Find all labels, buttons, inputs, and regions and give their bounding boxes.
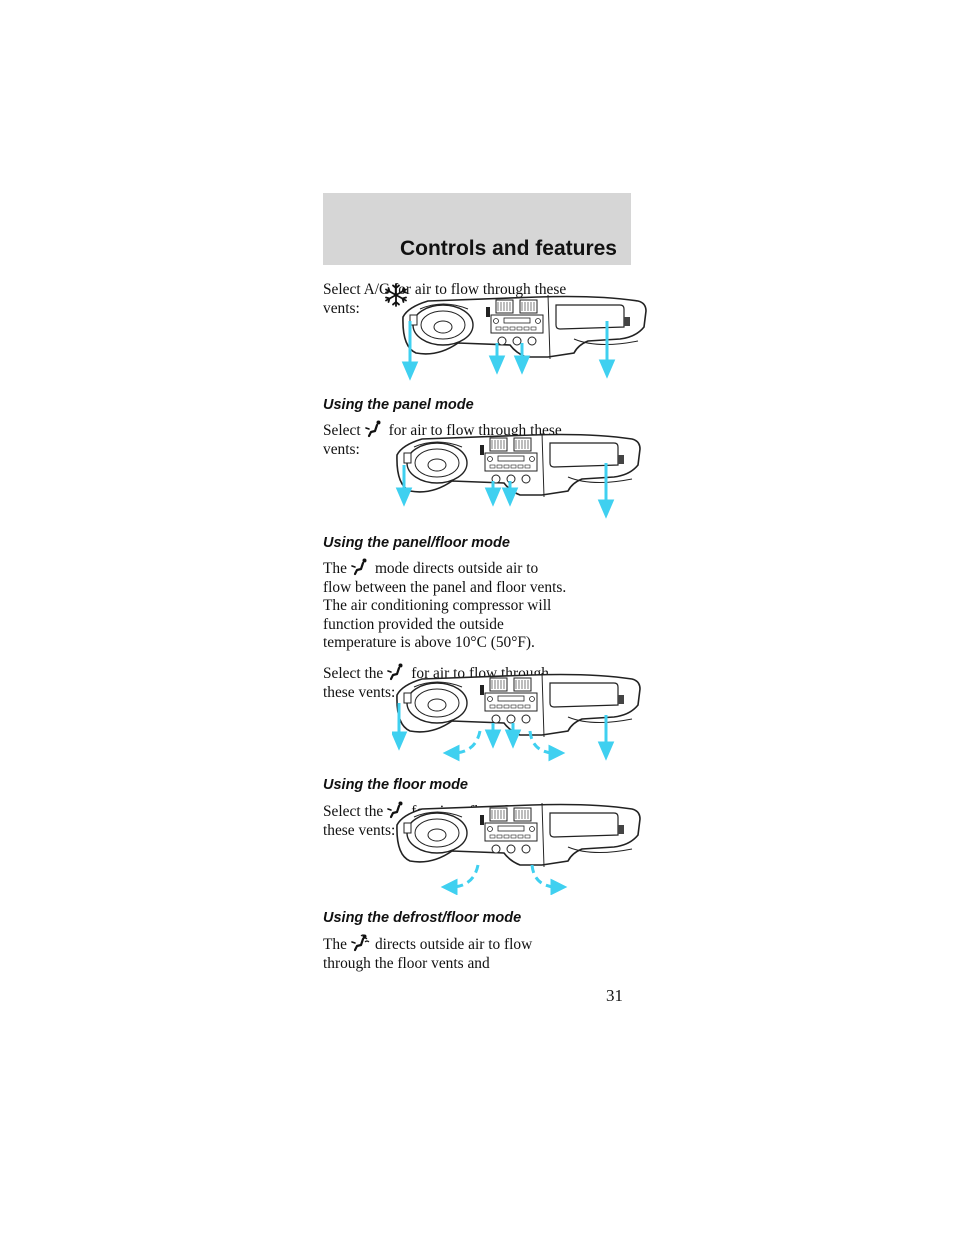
dashboard-diagram-panel-floor: [392, 672, 641, 762]
defrost-floor-mode-icon: [349, 934, 371, 952]
ac-description: Select A/C for air to flow through these…: [323, 281, 568, 318]
vent-arrows: [392, 703, 615, 762]
floor-text-before: Select the: [323, 803, 384, 820]
defrost-floor-text-after: directs outside air to flow through the …: [323, 936, 533, 972]
header-band: Controls and features: [323, 193, 631, 265]
floor-mode-heading: Using the floor mode: [323, 777, 468, 793]
panel-mode-heading: Using the panel mode: [323, 397, 474, 413]
defrost-floor-mode-heading: Using the defrost/floor mode: [323, 910, 522, 926]
panel-floor-mode-heading: Using the panel/floor mode: [323, 535, 510, 551]
vent-arrows: [401, 321, 616, 381]
defrost-floor-text-before: The: [323, 936, 347, 953]
panel-mode-icon: [363, 420, 385, 438]
panel-floor-p1-after: mode directs outside air to flow between…: [323, 560, 567, 652]
snowflake-icon: [385, 283, 407, 307]
page-number: 31: [606, 986, 623, 1005]
dashboard-diagram-panel: [395, 432, 641, 519]
panel-floor-p1-before: The: [323, 560, 347, 577]
page-header-title: Controls and features: [399, 237, 617, 260]
ac-text: Select A/C for air to flow through these…: [323, 281, 567, 317]
dashboard-diagram-floor: [396, 802, 641, 895]
vent-arrows: [395, 463, 615, 519]
panel-text-before: Select: [323, 422, 361, 439]
panel-floor-p2-before: Select the: [323, 665, 384, 682]
panel-floor-mode-icon: [349, 558, 371, 576]
dashboard-diagram-ac: [401, 294, 647, 381]
vent-arrows: [440, 864, 568, 895]
